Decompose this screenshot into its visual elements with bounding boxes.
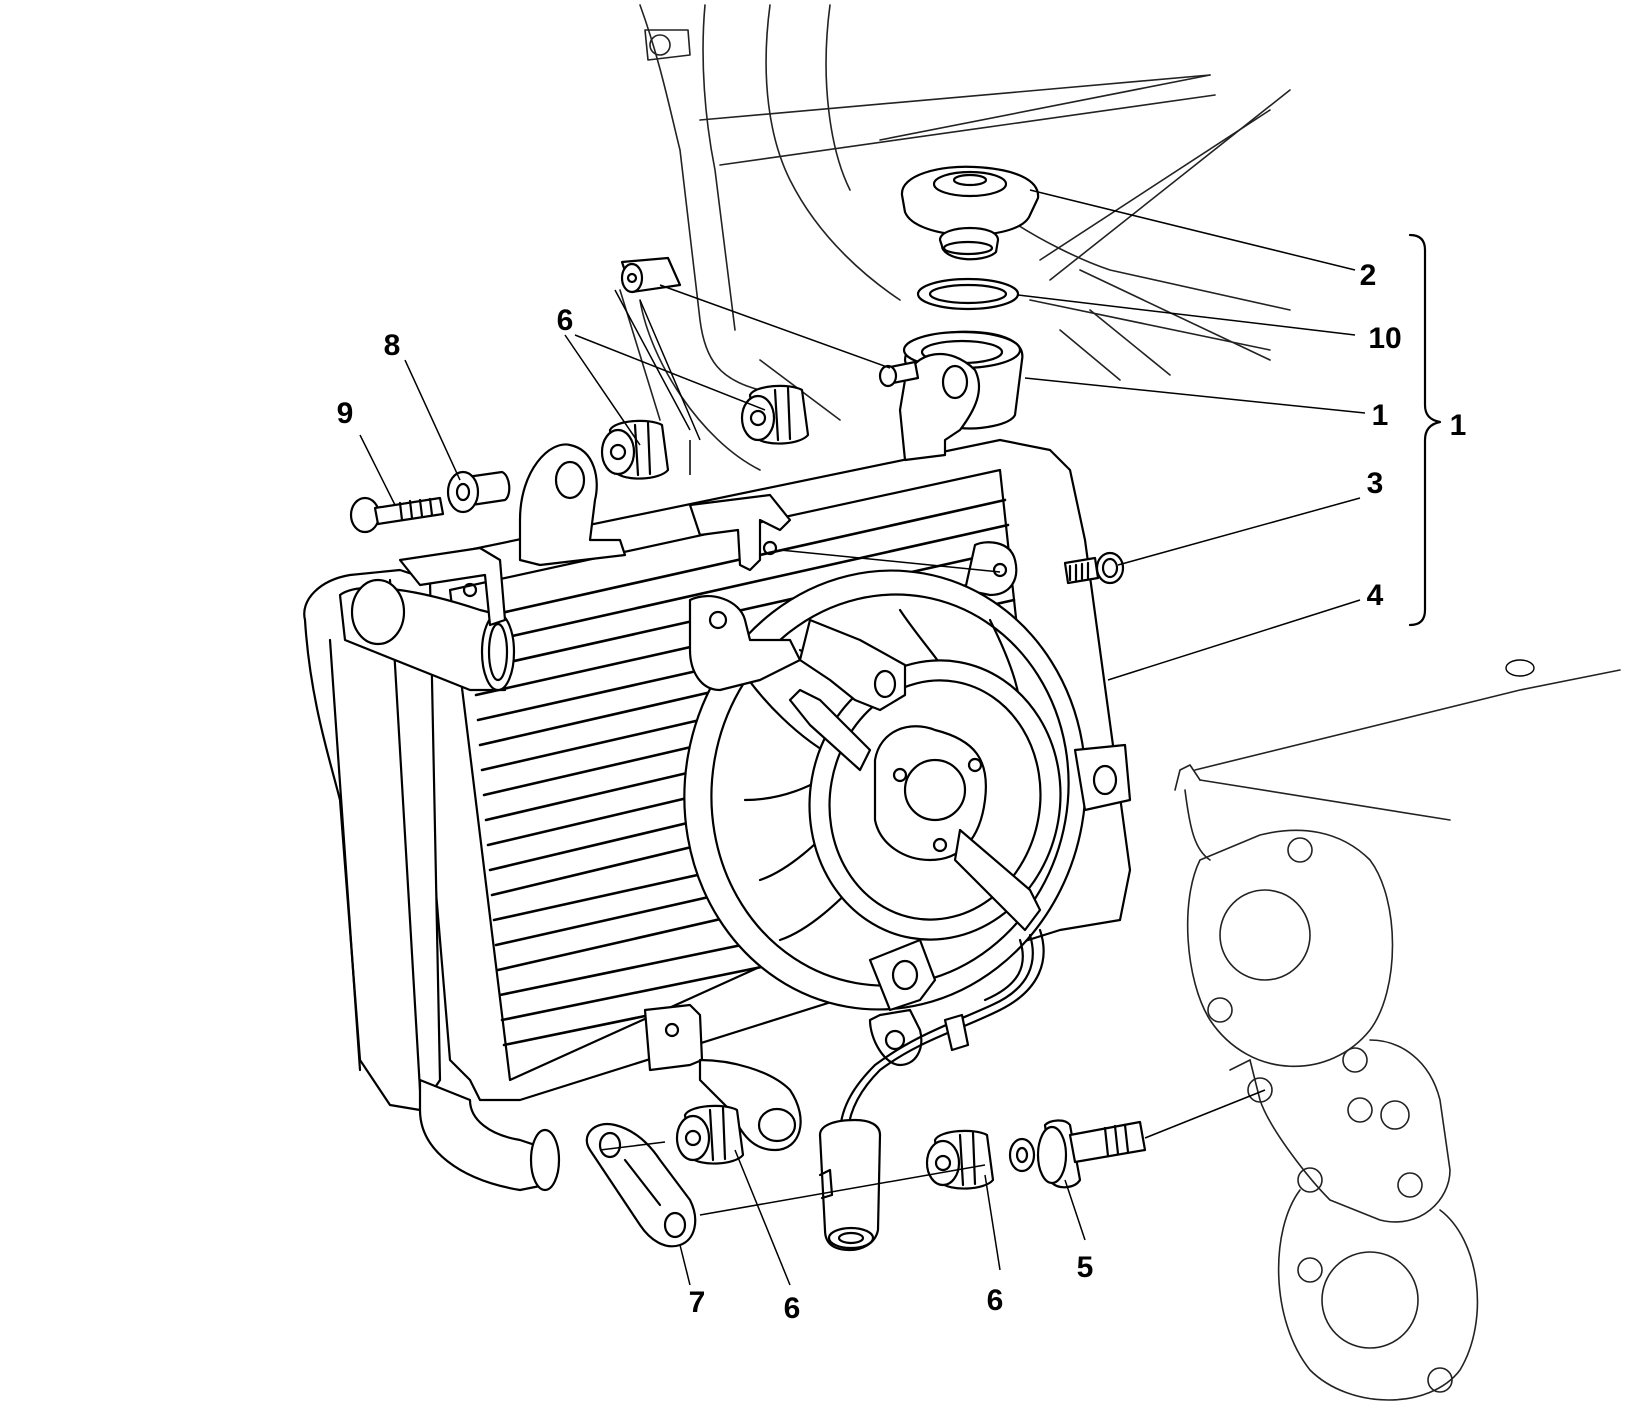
assembly-bracket — [1408, 233, 1442, 627]
callout-6-lower-right: 6 — [987, 1284, 1004, 1317]
grommet-part-6-upper-left — [600, 419, 670, 480]
screw-part-3 — [1063, 551, 1125, 585]
engine-side-cover — [1174, 659, 1621, 1401]
grommet-part-6-upper-right — [740, 384, 810, 445]
callout-3: 3 — [1367, 467, 1384, 500]
small-screw-top — [878, 360, 920, 388]
callout-4: 4 — [1367, 579, 1384, 612]
spacer-part-8 — [446, 470, 511, 514]
leader-lines — [359, 189, 1366, 1286]
radiator-cap — [900, 165, 1040, 261]
callout-6-upper: 6 — [557, 304, 574, 337]
spacer-pin-part-5 — [1008, 1119, 1147, 1189]
cooling-fan — [683, 569, 1132, 1252]
callout-6-lower-left: 6 — [784, 1292, 801, 1325]
bolt-part-9 — [349, 496, 445, 534]
callout-1-bracket: 1 — [1450, 409, 1467, 442]
callout-1: 1 — [1372, 399, 1389, 432]
callout-5: 5 — [1077, 1251, 1094, 1284]
callout-8: 8 — [384, 329, 401, 362]
frame-tubes — [619, 4, 1291, 471]
grommet-part-6-lower-right — [925, 1129, 995, 1190]
callout-7: 7 — [689, 1286, 706, 1319]
callout-9: 9 — [337, 397, 354, 430]
link-plate-part-7 — [585, 1122, 697, 1248]
cap-gasket — [916, 277, 1020, 311]
grommet-part-6-lower-left — [675, 1104, 745, 1165]
rubber-sleeve-top — [620, 256, 682, 294]
callout-10: 10 — [1368, 322, 1401, 355]
callout-2: 2 — [1360, 259, 1377, 292]
callout-labels: 2 10 1 1 3 4 6 8 9 7 6 6 5 — [337, 259, 1467, 1325]
